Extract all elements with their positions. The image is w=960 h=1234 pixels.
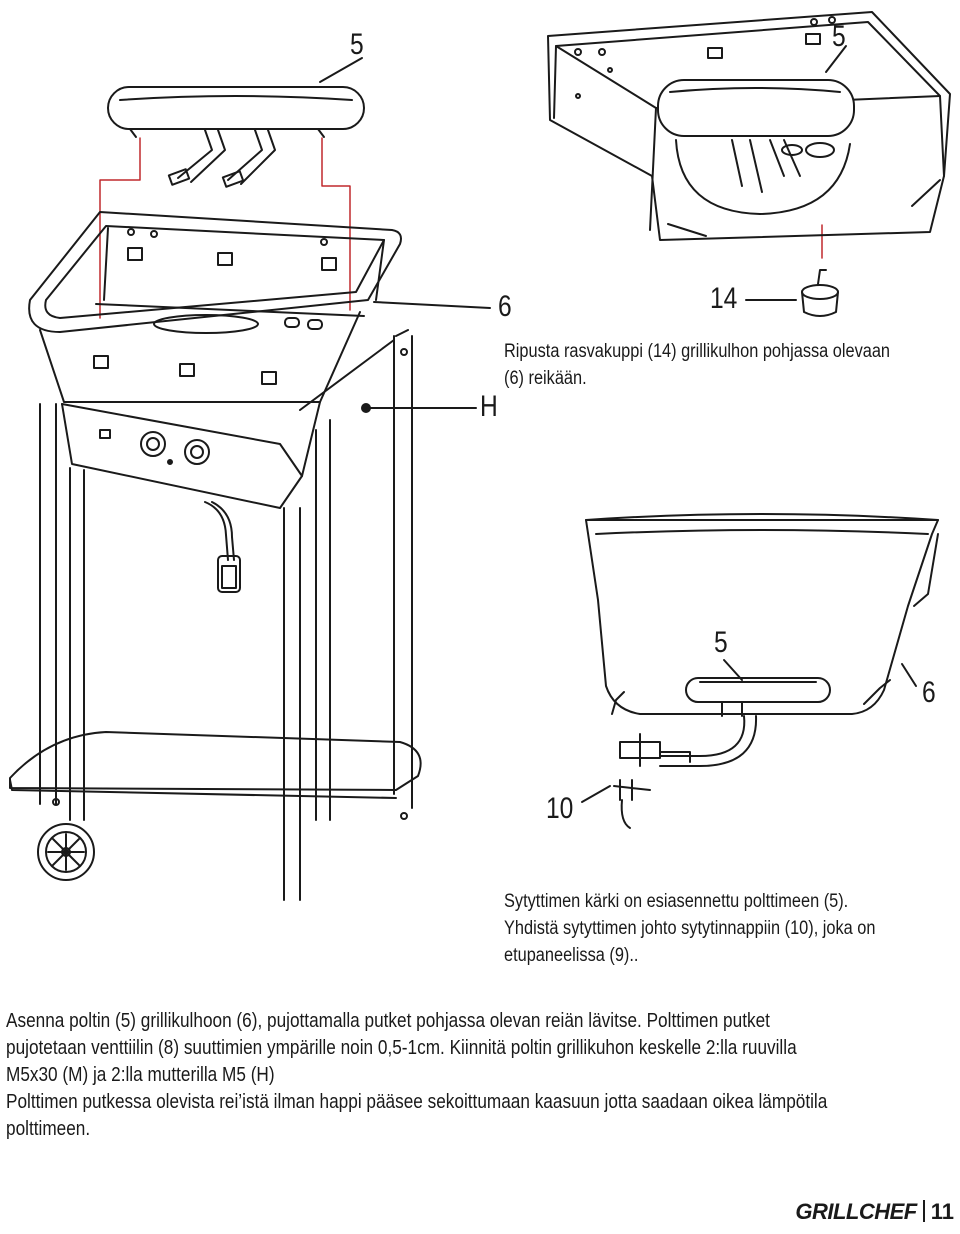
callout-burner-top-left: 5 — [350, 28, 364, 61]
instruction-line: Asenna poltin (5) grillikulhoon (6), puj… — [6, 1010, 770, 1032]
igniter-caption: Sytyttimen kärki on esiasennettu polttim… — [504, 888, 875, 969]
callout-screw-h: H — [480, 390, 498, 423]
page-footer: GRILLCHEF 11 — [795, 1199, 954, 1225]
caption-line: etupaneelissa (9).. — [504, 945, 639, 966]
caption-line: (6) reikään. — [504, 368, 587, 389]
assembly-instructions: Asenna poltin (5) grillikulhoon (6), puj… — [6, 1008, 950, 1143]
callout-bowl-lower: 6 — [922, 676, 936, 709]
grill-cart — [9, 211, 422, 901]
callout-grease-cup: 14 — [710, 282, 738, 315]
instruction-line: Polttimen putkessa olevista rei’istä ilm… — [6, 1091, 828, 1113]
instruction-line: polttimeen. — [6, 1118, 91, 1140]
callout-burner-top-right: 5 — [832, 20, 846, 53]
caption-line: Yhdistä sytyttimen johto sytytinnappiin … — [504, 918, 876, 939]
page-number: 11 — [930, 1199, 954, 1224]
callout-grill-bowl: 6 — [498, 290, 512, 323]
bowl-top-right — [547, 11, 951, 241]
guide-lines — [99, 137, 823, 319]
callout-igniter: 10 — [546, 792, 574, 825]
callout-burner-lower: 5 — [714, 626, 728, 659]
footer-divider — [922, 1200, 925, 1222]
grease-cup-caption: Ripusta rasvakuppi (14) grillikulhon poh… — [504, 338, 890, 392]
caption-line: Ripusta rasvakuppi (14) grillikulhon poh… — [504, 341, 891, 362]
caption-line: Sytyttimen kärki on esiasennettu polttim… — [504, 891, 849, 912]
grease-cup — [745, 269, 839, 317]
brand-name: GRILLCHEF — [795, 1199, 917, 1224]
instruction-line: M5x30 (M) ja 2:lla mutterilla M5 (H) — [6, 1064, 275, 1086]
instruction-line: pujotetaan venttiilin (8) suuttimien ymp… — [6, 1037, 797, 1059]
burner-top-left — [107, 57, 365, 188]
bowl-cross-section — [581, 513, 939, 829]
